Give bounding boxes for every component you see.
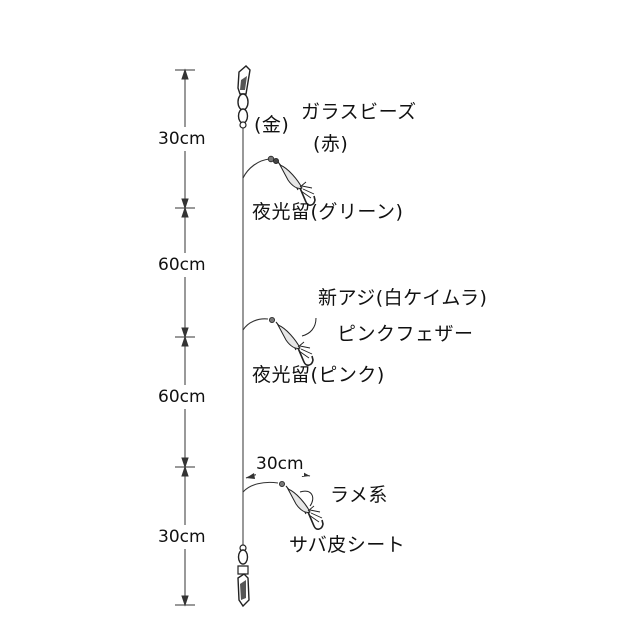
top-swivel-icon	[237, 65, 251, 129]
pink-feather-label: ピンクフェザー	[337, 323, 474, 345]
gold-bead-label: (金)	[254, 114, 290, 136]
branch-3	[242, 471, 324, 531]
shin-aji-label: 新アジ(白ケイムラ)	[318, 287, 488, 309]
dimension-ruler	[175, 68, 195, 607]
glow-green-label: 夜光留(グリーン)	[252, 201, 404, 223]
hook-2-icon	[275, 321, 314, 367]
red-bead-label: (赤)	[313, 133, 349, 155]
bead-3-icon	[278, 480, 285, 487]
red-bead-icon	[272, 157, 279, 164]
hook-1-icon	[277, 161, 316, 207]
mackerel-skin-label: サバ皮シート	[289, 534, 406, 556]
branch-2	[242, 316, 317, 367]
hook-3-icon	[285, 485, 324, 531]
gold-bead-icon	[267, 155, 275, 163]
dimension-label-seg3: 60cm	[158, 385, 206, 409]
bottom-swivel-icon	[237, 544, 250, 608]
branch-1	[242, 155, 316, 207]
dimension-label-seg4: 30cm	[158, 525, 206, 549]
glow-pink-label: 夜光留(ピンク)	[252, 364, 385, 386]
dimension-label-seg2: 60cm	[158, 253, 206, 277]
lame-pointer	[299, 490, 314, 507]
branch-length-label: 30cm	[256, 452, 304, 476]
dimension-label-seg1: 30cm	[158, 127, 206, 151]
glass-beads-label: ガラスビーズ	[301, 101, 417, 123]
shin-aji-pointer	[301, 317, 317, 337]
lame-label: ラメ系	[330, 484, 388, 506]
pink-bead-icon	[268, 316, 275, 323]
